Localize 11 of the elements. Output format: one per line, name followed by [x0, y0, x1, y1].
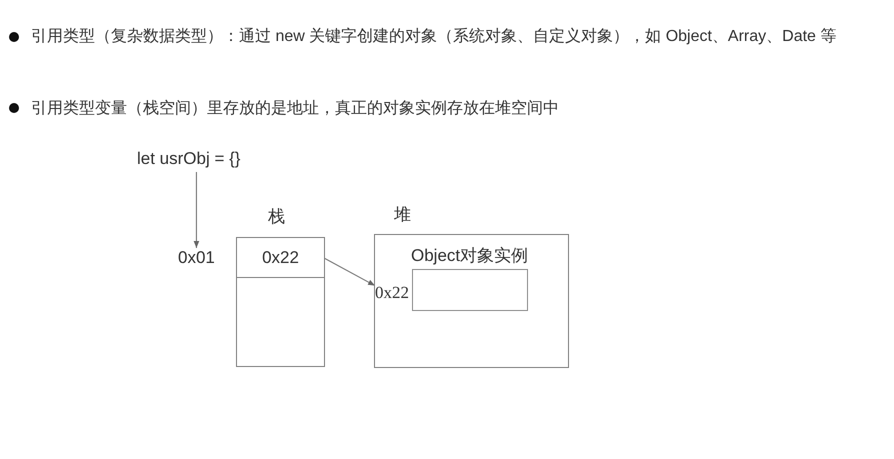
bullet-point-text: 引用类型变量（栈空间）里存放的是地址，真正的对象实例存放在堆空间中 — [31, 98, 559, 119]
arrow — [194, 172, 200, 248]
bullet-point-text: 引用类型（复杂数据类型）：通过 new 关键字创建的对象（系统对象、自定义对象），如 Object、Array、Date 等 — [30, 26, 836, 47]
object-title: Object对象实例 — [411, 246, 528, 266]
heap-title: 堆 — [394, 205, 411, 225]
address-text: 0x01 — [178, 248, 215, 268]
stack-cell: 0x22 — [237, 238, 324, 278]
arrow — [324, 258, 376, 286]
code-statement: let usrObj = {} — [137, 149, 240, 169]
address-text: 0x22 — [375, 283, 409, 303]
stack-title: 栈 — [268, 207, 285, 227]
